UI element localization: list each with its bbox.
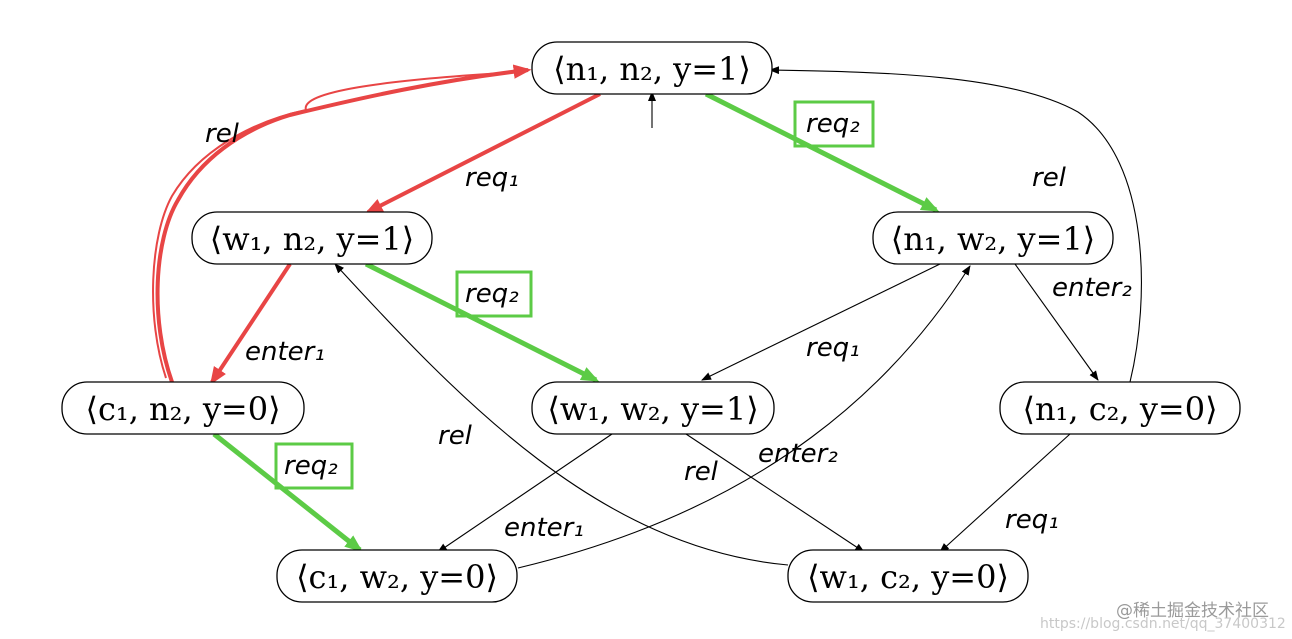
edge-c1n2-to-n1n2-red <box>155 64 532 383</box>
state-c1-n2-label: ⟨c₁, n₂, y=0⟩ <box>85 390 280 428</box>
edge-n1c2-to-n1n2-rel <box>769 66 1142 383</box>
state-n1-w2-label: ⟨n₁, w₂, y=1⟩ <box>891 220 1096 258</box>
edge-w1w2-to-w1c2 <box>685 433 865 553</box>
state-node[interactable]: ⟨w₁, w₂, y=1⟩ <box>531 381 775 435</box>
state-n1-n2-label: ⟨n₁, n₂, y=1⟩ <box>553 50 751 88</box>
edge-label-enter1: enter₁ <box>504 513 584 543</box>
highlight-box <box>274 442 354 490</box>
state-node[interactable]: ⟨n₁, n₂, y=1⟩ <box>531 41 773 95</box>
state-node[interactable]: ⟨c₁, n₂, y=0⟩ <box>61 381 305 435</box>
edge-w1w2-to-c1w2 <box>437 433 613 553</box>
edge-label-req1: req₁ <box>806 333 860 363</box>
state-w1-c2-label: ⟨w₁, c₂, y=0⟩ <box>807 558 1009 596</box>
state-node[interactable]: ⟨n₁, c₂, y=0⟩ <box>999 381 1241 435</box>
edge-label-rel: rel <box>684 457 719 487</box>
highlight-box <box>793 100 875 148</box>
edge-label-enter2: enter₂ <box>1052 273 1132 303</box>
edge-label-req2: req₂ <box>284 451 338 481</box>
edge-c1w2-to-n1w2-rel <box>517 265 971 569</box>
watermark: https://blog.csdn.net/qq_37400312 @稀土掘金技… <box>1040 601 1286 632</box>
state-node[interactable]: ⟨w₁, n₂, y=1⟩ <box>191 211 433 265</box>
state-node[interactable]: ⟨w₁, c₂, y=0⟩ <box>787 549 1029 603</box>
edges <box>334 66 1142 569</box>
edge-label-req1: req₁ <box>1005 505 1059 535</box>
edge-label-req1: req₁ <box>465 163 519 193</box>
edge-n1n2-to-w1n2-red <box>364 92 601 214</box>
edge-label-req2: req₂ <box>465 279 519 309</box>
edge-c1n2-to-n1n2-red-stroke2 <box>152 71 521 379</box>
edge-w1n2-to-c1n2-red <box>210 262 292 386</box>
red-path-edges <box>152 64 601 386</box>
state-node[interactable]: ⟨c₁, w₂, y=0⟩ <box>276 549 518 603</box>
edge-label-req2: req₂ <box>806 109 860 139</box>
edge-n1n2-to-n1w2-green <box>704 91 940 213</box>
edge-label-rel: rel <box>1032 163 1067 193</box>
highlight-box <box>455 270 533 318</box>
nodes: ⟨n₁, n₂, y=1⟩ ⟨w₁, n₂, y=1⟩ ⟨n₁, w₂, y=1… <box>61 41 1241 603</box>
watermark-brand: @稀土掘金技术社区 <box>1116 601 1269 621</box>
edge-n1w2-to-w1w2 <box>701 263 941 381</box>
watermark-url: https://blog.csdn.net/qq_37400312 <box>1040 616 1286 632</box>
green-path-edges <box>212 91 940 553</box>
edge-w1n2-to-w1w2-green <box>364 261 600 383</box>
state-w1-w2-label: ⟨w₁, w₂, y=1⟩ <box>547 390 758 428</box>
edge-label-rel: rel <box>438 421 473 451</box>
edge-label-enter2: enter₂ <box>758 439 838 469</box>
edge-labels: req₁ req₂ enter₁ req₂ req₁ enter₂ rel re… <box>205 100 1132 543</box>
edge-label-enter1: enter₁ <box>245 337 325 367</box>
state-c1-w2-label: ⟨c₁, w₂, y=0⟩ <box>296 558 498 596</box>
state-w1-n2-label: ⟨w₁, n₂, y=1⟩ <box>210 220 415 258</box>
edge-n1w2-to-n1c2 <box>1014 263 1099 381</box>
state-n1-c2-label: ⟨n₁, c₂, y=0⟩ <box>1022 390 1217 428</box>
state-node[interactable]: ⟨n₁, w₂, y=1⟩ <box>872 211 1114 265</box>
edge-label-rel: rel <box>205 119 240 149</box>
edge-c1n2-to-c1w2-green <box>212 432 363 553</box>
edge-n1c2-to-w1c2 <box>939 433 1071 553</box>
edge-w1c2-to-w1n2-rel <box>334 263 789 566</box>
